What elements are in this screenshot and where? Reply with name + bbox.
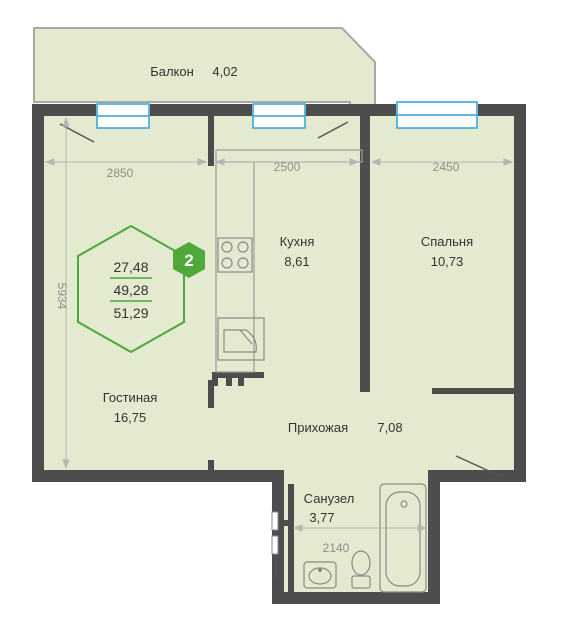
dim-living-height: 5934 xyxy=(55,283,69,310)
hallway-area: 7,08 xyxy=(377,420,402,435)
outer-walls xyxy=(32,104,526,604)
rooms-count-badge xyxy=(173,242,205,278)
dim-living-width: 2850 xyxy=(107,166,134,180)
dimension-lines xyxy=(44,116,514,532)
bathroom-windows xyxy=(271,511,279,555)
balcony-area: 4,02 xyxy=(212,64,237,79)
bathroom-name: Санузел xyxy=(304,491,355,506)
stove-icon xyxy=(217,237,253,273)
bathtub-icon xyxy=(379,483,427,593)
dim-bedroom-width: 2450 xyxy=(433,160,460,174)
rooms-count: 2 xyxy=(184,251,193,270)
living-area: 16,75 xyxy=(114,410,147,425)
dim-bathroom-width: 2140 xyxy=(323,541,350,555)
bedroom-name: Спальня xyxy=(421,234,473,249)
washbasin-icon xyxy=(303,561,337,589)
balcony-name: Балкон xyxy=(150,64,194,79)
windows xyxy=(96,101,478,129)
balcony-floor xyxy=(33,27,376,109)
area-with-balcony: 51,29 xyxy=(113,305,148,321)
toilet-icon xyxy=(351,550,371,589)
living-area-total: 27,48 xyxy=(113,259,148,275)
bathroom-area: 3,77 xyxy=(309,510,334,525)
hallway-name: Прихожая xyxy=(288,420,348,435)
kitchen-area: 8,61 xyxy=(284,254,309,269)
total-area: 49,28 xyxy=(113,282,148,298)
kitchen-name: Кухня xyxy=(280,234,315,249)
corner-sink-icon xyxy=(217,317,265,361)
bedroom-area: 10,73 xyxy=(431,254,464,269)
living-name: Гостиная xyxy=(103,390,158,405)
interior-walls xyxy=(208,116,514,594)
dim-kitchen-width: 2500 xyxy=(274,160,301,174)
